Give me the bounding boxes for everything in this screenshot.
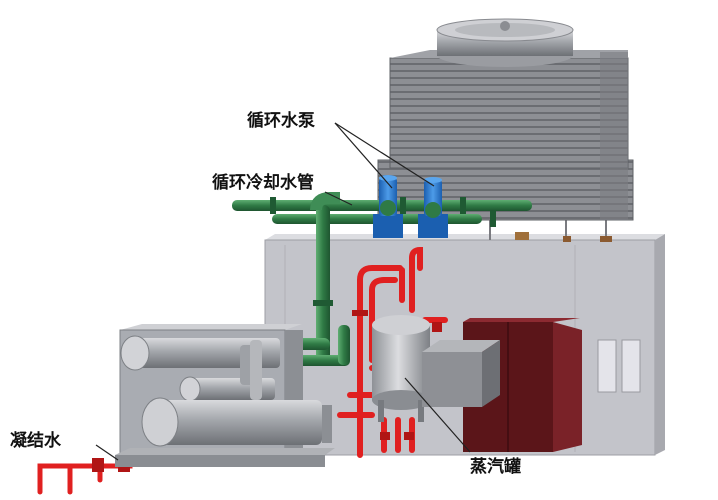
leader-lines (95, 122, 471, 461)
roof-post-base (600, 236, 612, 242)
pump (373, 175, 403, 238)
circulating-pumps (373, 175, 448, 238)
pump (418, 177, 448, 238)
cooling-tower (377, 18, 634, 221)
control-cabinet (422, 340, 500, 407)
steam-pipes (337, 246, 448, 458)
steam-tank (372, 315, 430, 422)
roof-post-base (515, 232, 529, 240)
label-condensate: 凝结水 (10, 430, 62, 451)
chiller-unit (115, 324, 335, 467)
label-cooling-water-pipe: 循环冷却水管 (212, 172, 314, 193)
label-steam-tank: 蒸汽罐 (470, 456, 521, 477)
window (597, 339, 617, 393)
window (621, 339, 641, 393)
roof-post-base (563, 236, 571, 242)
label-circulating-pump: 循环水泵 (247, 110, 315, 131)
